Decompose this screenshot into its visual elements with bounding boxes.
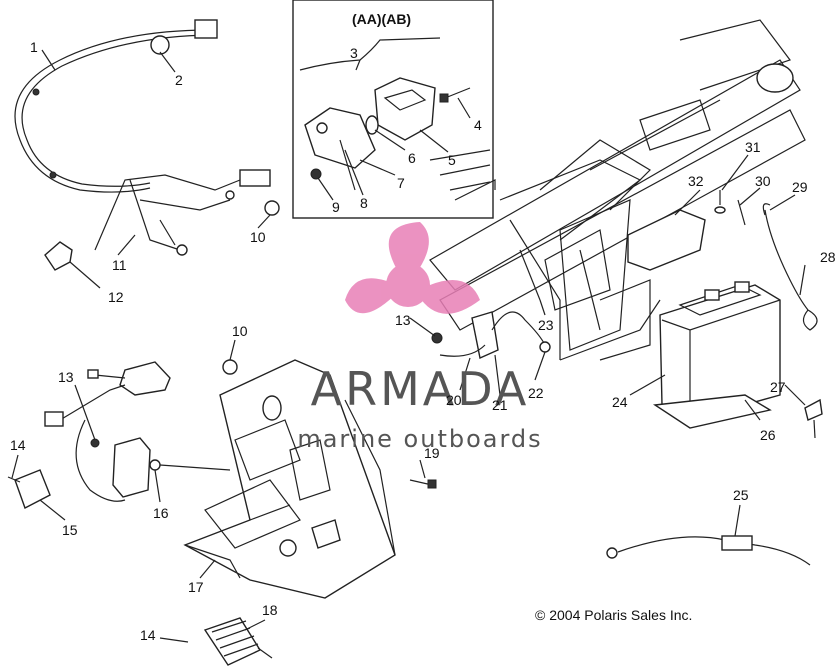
callout-12: 12 [108, 289, 124, 305]
callout-2: 2 [175, 72, 183, 88]
callout-14-left: 14 [10, 437, 26, 453]
harness-11 [94, 169, 271, 256]
callout-3: 3 [350, 45, 358, 61]
leader-lines [11, 49, 806, 631]
callout-15: 15 [62, 522, 78, 538]
callout-28: 28 [820, 249, 836, 265]
callout-13-center: 13 [395, 312, 411, 328]
callout-19: 19 [424, 445, 440, 461]
watermark-tagline: marine outboards [297, 425, 542, 453]
screw-14-lower [159, 637, 189, 643]
right-hardware [714, 190, 823, 439]
chassis-frame [429, 19, 806, 361]
center-components [431, 249, 551, 359]
callout-8: 8 [360, 195, 368, 211]
watermark-logo [345, 222, 480, 314]
battery-cable-25 [606, 535, 811, 566]
inset-label: (AA)(AB) [352, 11, 411, 27]
callout-32: 32 [688, 173, 704, 189]
callout-23: 23 [538, 317, 554, 333]
callout-labels: 1 2 3 4 5 6 7 8 9 10 10 11 12 13 13 14 1… [10, 39, 836, 643]
callout-18: 18 [262, 602, 278, 618]
wiring-harness [14, 19, 218, 193]
connector-12 [44, 241, 73, 271]
mounting-panel-17 [183, 359, 396, 599]
callout-26: 26 [760, 427, 776, 443]
inset-box: (AA)(AB) [292, 0, 494, 219]
grommet-10-lower [222, 359, 238, 375]
callout-14-lower: 14 [140, 627, 156, 643]
callout-29: 29 [792, 179, 808, 195]
callout-31: 31 [745, 139, 761, 155]
callout-20: 20 [446, 392, 462, 408]
callout-13-left: 13 [58, 369, 74, 385]
callout-9: 9 [332, 199, 340, 215]
grommet-10-upper [264, 200, 280, 216]
callout-4: 4 [474, 117, 482, 133]
bracket-15 [14, 469, 51, 509]
callout-30: 30 [755, 173, 771, 189]
callout-6: 6 [408, 150, 416, 166]
callout-7: 7 [397, 175, 405, 191]
callout-10-lower: 10 [232, 323, 248, 339]
callout-16: 16 [153, 505, 169, 521]
callout-25: 25 [733, 487, 749, 503]
callout-1: 1 [30, 39, 38, 55]
watermark-brand: ARMADA [311, 362, 530, 416]
ignition-coil-assembly [44, 361, 231, 502]
callout-11: 11 [112, 257, 127, 273]
battery-assembly [627, 209, 781, 429]
callout-22: 22 [528, 385, 544, 401]
callout-27: 27 [770, 379, 786, 395]
callout-10-upper: 10 [250, 229, 266, 245]
callout-17: 17 [188, 579, 204, 595]
copyright-text: © 2004 Polaris Sales Inc. [535, 607, 692, 623]
callout-24: 24 [612, 394, 628, 410]
callout-5: 5 [448, 152, 456, 168]
callout-21: 21 [492, 397, 508, 413]
regulator-18 [203, 617, 273, 666]
